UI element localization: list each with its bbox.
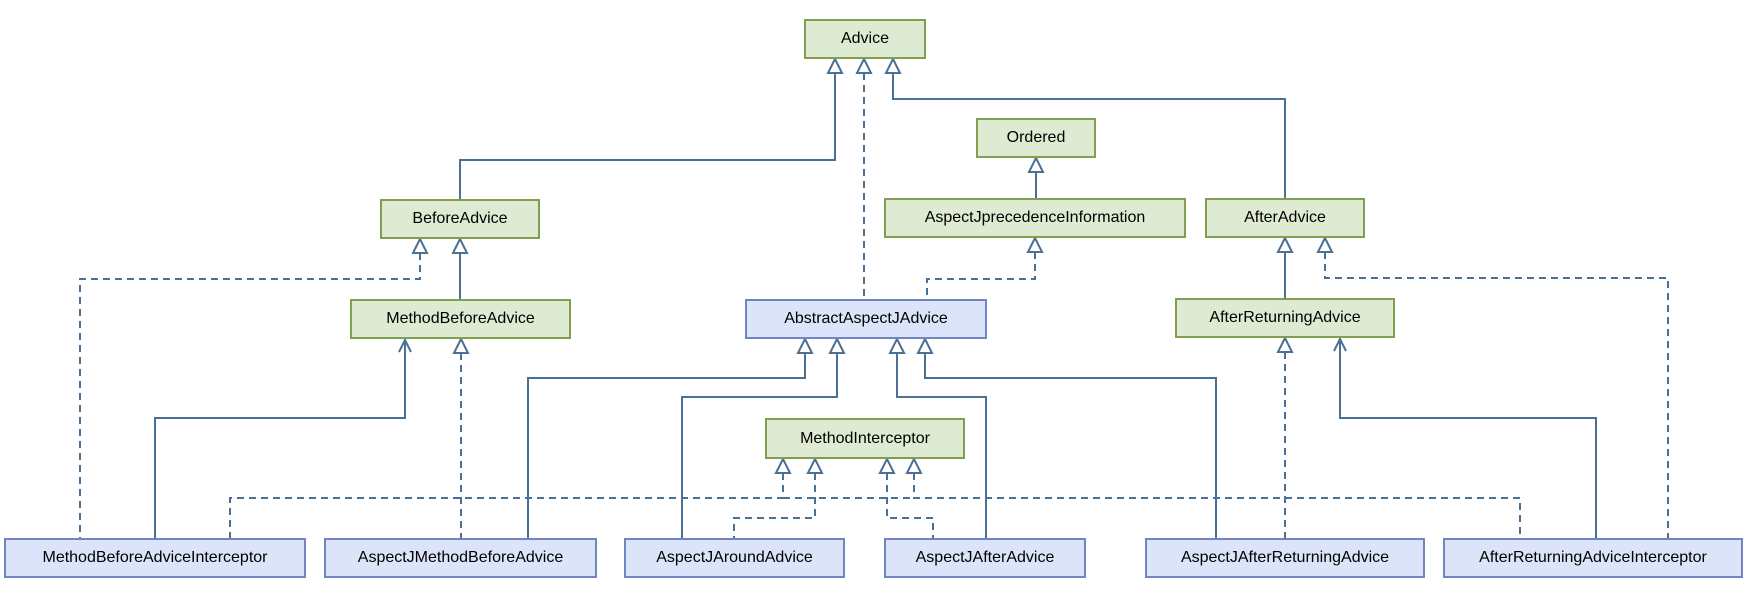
hollow-triangle-arrowhead-icon bbox=[855, 56, 873, 74]
node-label: AfterReturningAdviceInterceptor bbox=[1479, 549, 1707, 566]
node-label: MethodBeforeAdvice bbox=[386, 310, 535, 327]
node-methodBeforeAdvice: MethodBeforeAdvice bbox=[350, 299, 571, 339]
node-aspectJprecedenceInformation: AspectJprecedenceInformation bbox=[884, 198, 1186, 238]
edge-line bbox=[681, 353, 838, 538]
node-label: MethodInterceptor bbox=[800, 429, 930, 447]
node-label: AspectJAfterReturningAdvice bbox=[1180, 549, 1390, 566]
hollow-triangle-arrowhead-icon bbox=[828, 336, 846, 354]
edge-line bbox=[527, 353, 806, 538]
edge-abstractAspectJAdvice-aspectJprecedenceInformation-implements bbox=[926, 235, 1044, 299]
hollow-triangle-arrowhead-icon bbox=[411, 236, 429, 254]
node-ordered: Ordered bbox=[976, 118, 1096, 158]
node-label: BeforeAdvice bbox=[412, 210, 508, 227]
node-aspectJAfterAdvice: AspectJAfterAdvice bbox=[884, 538, 1086, 578]
node-afterAdvice: AfterAdvice bbox=[1205, 198, 1365, 238]
edge-afterReturningAdviceInterceptor-methodInterceptor-implements bbox=[905, 456, 1521, 538]
node-methodBeforeAdviceInterceptor: MethodBeforeAdviceInterceptor bbox=[4, 538, 306, 578]
node-label: AspectJAroundAdvice bbox=[656, 549, 813, 566]
hollow-triangle-arrowhead-icon bbox=[1316, 235, 1334, 253]
edge-aspectJMethodBeforeAdvice-methodBeforeAdvice-implements bbox=[452, 336, 470, 538]
edge-afterAdvice-advice-extends bbox=[884, 56, 1286, 198]
edge-line bbox=[926, 252, 1036, 299]
node-methodInterceptor: MethodInterceptor bbox=[765, 418, 965, 459]
edge-beforeAdvice-advice-extends bbox=[459, 56, 844, 199]
edge-aspectJAfterAdvice-methodInterceptor-implements bbox=[878, 456, 934, 538]
node-label: AspectJprecedenceInformation bbox=[924, 209, 1146, 226]
edge-line bbox=[229, 473, 784, 538]
edge-line bbox=[79, 253, 421, 538]
hollow-triangle-arrowhead-icon bbox=[826, 56, 844, 74]
edge-line bbox=[886, 473, 934, 538]
edge-aspectJAfterReturningAdvice-afterReturningAdvice-implements bbox=[1276, 335, 1294, 538]
node-label: AspectJMethodBeforeAdvice bbox=[357, 549, 564, 566]
hollow-triangle-arrowhead-icon bbox=[1276, 235, 1294, 253]
node-label: AbstractAspectJAdvice bbox=[784, 310, 948, 327]
node-beforeAdvice: BeforeAdvice bbox=[380, 199, 540, 239]
edge-line bbox=[892, 73, 1286, 198]
edge-afterReturningAdviceInterceptor-afterReturningAdvice-association bbox=[1333, 336, 1597, 538]
hollow-triangle-arrowhead-icon bbox=[451, 236, 469, 254]
edge-abstractAspectJAdvice-advice-implements bbox=[855, 56, 873, 299]
edge-line bbox=[896, 353, 987, 538]
hollow-triangle-arrowhead-icon bbox=[806, 456, 824, 474]
node-aspectJAroundAdvice: AspectJAroundAdvice bbox=[624, 538, 845, 578]
edge-line bbox=[154, 339, 406, 538]
node-advice: Advice bbox=[804, 19, 926, 59]
edge-methodBeforeAdviceInterceptor-methodBeforeAdvice-association bbox=[154, 337, 412, 538]
hollow-triangle-arrowhead-icon bbox=[884, 56, 902, 74]
node-label: AspectJAfterAdvice bbox=[915, 549, 1055, 566]
edge-methodBeforeAdvice-beforeAdvice-extends bbox=[451, 236, 469, 299]
hollow-triangle-arrowhead-icon bbox=[888, 336, 906, 354]
hollow-triangle-arrowhead-icon bbox=[878, 456, 896, 474]
hollow-triangle-arrowhead-icon bbox=[452, 336, 470, 354]
node-label: AfterReturningAdvice bbox=[1209, 309, 1361, 326]
node-afterReturningAdvice: AfterReturningAdvice bbox=[1175, 298, 1395, 338]
hollow-triangle-arrowhead-icon bbox=[1026, 235, 1044, 253]
edge-aspectJAroundAdvice-abstractAspectJAdvice-extends bbox=[681, 336, 846, 538]
edge-line bbox=[1339, 338, 1597, 538]
node-abstractAspectJAdvice: AbstractAspectJAdvice bbox=[745, 299, 987, 339]
node-aspectJAfterReturningAdvice: AspectJAfterReturningAdvice bbox=[1145, 538, 1425, 578]
edge-line bbox=[733, 473, 816, 538]
edge-line bbox=[459, 73, 836, 199]
node-label: MethodBeforeAdviceInterceptor bbox=[42, 549, 268, 566]
hollow-triangle-arrowhead-icon bbox=[916, 336, 934, 354]
node-afterReturningAdviceInterceptor: AfterReturningAdviceInterceptor bbox=[1443, 538, 1743, 578]
hollow-triangle-arrowhead-icon bbox=[774, 456, 792, 474]
edge-line bbox=[1324, 252, 1669, 538]
edge-aspectJAroundAdvice-methodInterceptor-implements bbox=[733, 456, 824, 538]
edge-afterReturningAdvice-afterAdvice-extends bbox=[1276, 235, 1294, 298]
hollow-triangle-arrowhead-icon bbox=[796, 336, 814, 354]
edge-line bbox=[913, 473, 1521, 538]
edge-methodBeforeAdviceInterceptor-beforeAdvice-implements bbox=[79, 236, 429, 538]
edge-methodBeforeAdviceInterceptor-methodInterceptor-implements bbox=[229, 456, 792, 538]
edge-afterReturningAdviceInterceptor-afterAdvice-implements bbox=[1316, 235, 1669, 538]
edge-aspectJAfterReturningAdvice-abstractAspectJAdvice-extends bbox=[916, 336, 1217, 538]
node-aspectJMethodBeforeAdvice: AspectJMethodBeforeAdvice bbox=[324, 538, 597, 578]
hollow-triangle-arrowhead-icon bbox=[1027, 155, 1045, 173]
edge-line bbox=[924, 353, 1217, 538]
edge-aspectJprecedenceInformation-ordered-extends bbox=[1027, 155, 1045, 198]
node-label: AfterAdvice bbox=[1244, 209, 1326, 226]
edge-aspectJMethodBeforeAdvice-abstractAspectJAdvice-extends bbox=[527, 336, 814, 538]
node-label: Advice bbox=[840, 30, 890, 47]
hollow-triangle-arrowhead-icon bbox=[905, 456, 923, 474]
node-label: Ordered bbox=[1006, 129, 1066, 146]
edge-aspectJAfterAdvice-abstractAspectJAdvice-extends bbox=[888, 336, 987, 538]
hollow-triangle-arrowhead-icon bbox=[1276, 335, 1294, 353]
